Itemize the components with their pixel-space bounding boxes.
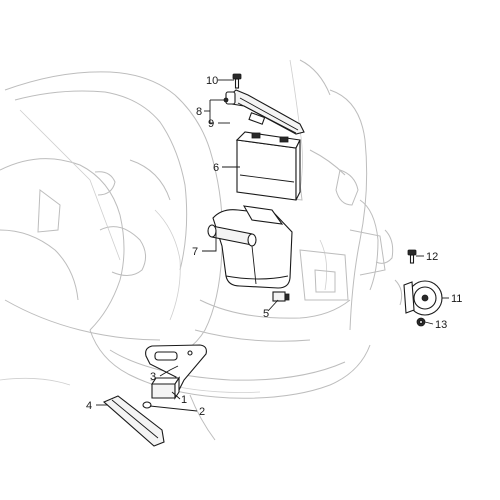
callout-12: 12 xyxy=(426,251,438,263)
part-battery-tray xyxy=(207,205,293,289)
part-relay xyxy=(272,291,290,302)
callout-4: 4 xyxy=(86,400,92,412)
callout-8: 8 xyxy=(196,106,202,118)
callout-1: 1 xyxy=(181,394,187,406)
callout-10: 10 xyxy=(206,75,218,87)
part-flasher-unit xyxy=(150,376,181,400)
part-battery xyxy=(235,131,301,201)
callout-11: 11 xyxy=(451,293,462,305)
part-clip xyxy=(142,401,152,409)
callout-13: 13 xyxy=(435,319,447,331)
leader-lines xyxy=(96,79,449,412)
part-battery-strap xyxy=(225,89,305,135)
part-screw-right xyxy=(407,249,417,264)
part-screw xyxy=(232,73,242,89)
callout-9: 9 xyxy=(208,118,214,130)
callout-2: 2 xyxy=(199,406,205,418)
callout-5: 5 xyxy=(263,308,269,320)
part-bracket xyxy=(145,344,207,393)
callout-6: 6 xyxy=(213,162,219,174)
callout-labels: 10 8 9 6 7 5 12 11 13 3 1 2 4 xyxy=(86,75,462,418)
part-nut xyxy=(416,317,426,327)
callout-3: 3 xyxy=(150,371,156,383)
part-horn xyxy=(403,280,443,316)
callout-7: 7 xyxy=(192,246,198,258)
part-cover-plate xyxy=(102,395,165,447)
